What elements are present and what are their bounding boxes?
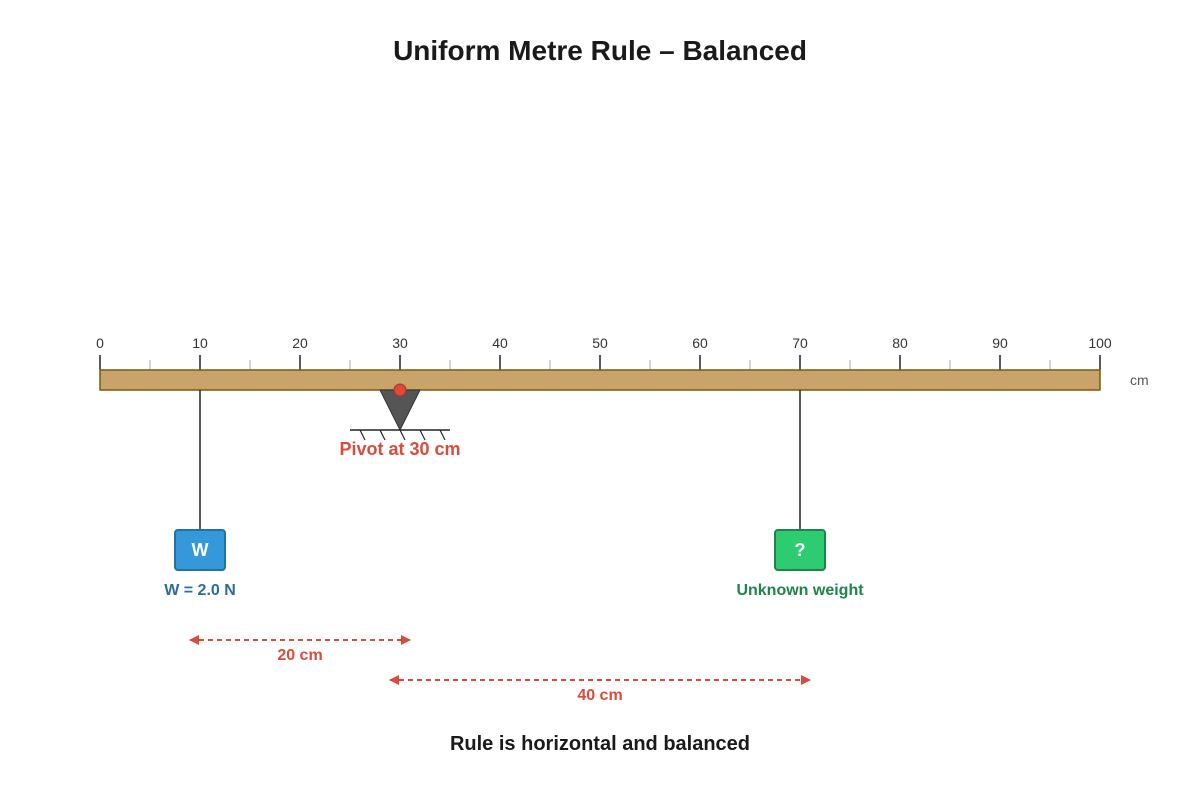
tick-label: 0 xyxy=(96,335,104,351)
tick-label: 50 xyxy=(592,335,608,351)
distance-annotation: 20 cm xyxy=(189,635,411,664)
unit-label: cm xyxy=(1130,372,1149,388)
hatch-mark xyxy=(399,429,406,441)
tick-label: 30 xyxy=(392,335,408,351)
pivot-label: Pivot at 30 cm xyxy=(339,439,460,459)
tick-label: 10 xyxy=(192,335,208,351)
mass-unknown: ? Unknown weight xyxy=(736,390,864,599)
hatch-mark xyxy=(359,429,366,441)
tick-label: 100 xyxy=(1088,335,1112,351)
mass-block xyxy=(774,529,826,571)
mass-label: Unknown weight xyxy=(736,582,864,599)
distance-label: 20 cm xyxy=(277,647,322,664)
pivot-point xyxy=(393,383,407,397)
hatch-mark xyxy=(379,429,386,441)
mass-block xyxy=(174,529,226,571)
metre-rule xyxy=(99,369,1101,391)
tick-label: 40 xyxy=(492,335,508,351)
mass-w: W W = 2.0 N xyxy=(164,390,236,599)
tick-label: 60 xyxy=(692,335,708,351)
pivot-support: Pivot at 30 cm xyxy=(339,383,461,459)
ruler-ticks: 0 10 20 30 40 50 60 70 80 90 100 xyxy=(96,335,1112,370)
tick-label: 70 xyxy=(792,335,808,351)
distance-label: 40 cm xyxy=(577,687,622,704)
distance-annotation: 40 cm xyxy=(389,675,811,704)
hanging-masses: W W = 2.0 N? Unknown weight xyxy=(164,390,864,599)
pivot-ground-hatching xyxy=(359,429,446,441)
tick-label: 90 xyxy=(992,335,1008,351)
mass-symbol: W xyxy=(192,540,209,560)
hatch-mark xyxy=(419,429,426,441)
distance-annotations: 20 cm 40 cm xyxy=(189,635,811,704)
diagram-title: Uniform Metre Rule – Balanced xyxy=(393,35,807,66)
mass-symbol: ? xyxy=(795,540,806,560)
hatch-mark xyxy=(439,429,446,441)
tick-label: 20 xyxy=(292,335,308,351)
tick-label: 80 xyxy=(892,335,908,351)
caption: Rule is horizontal and balanced xyxy=(450,733,750,755)
mass-label: W = 2.0 N xyxy=(164,582,236,599)
